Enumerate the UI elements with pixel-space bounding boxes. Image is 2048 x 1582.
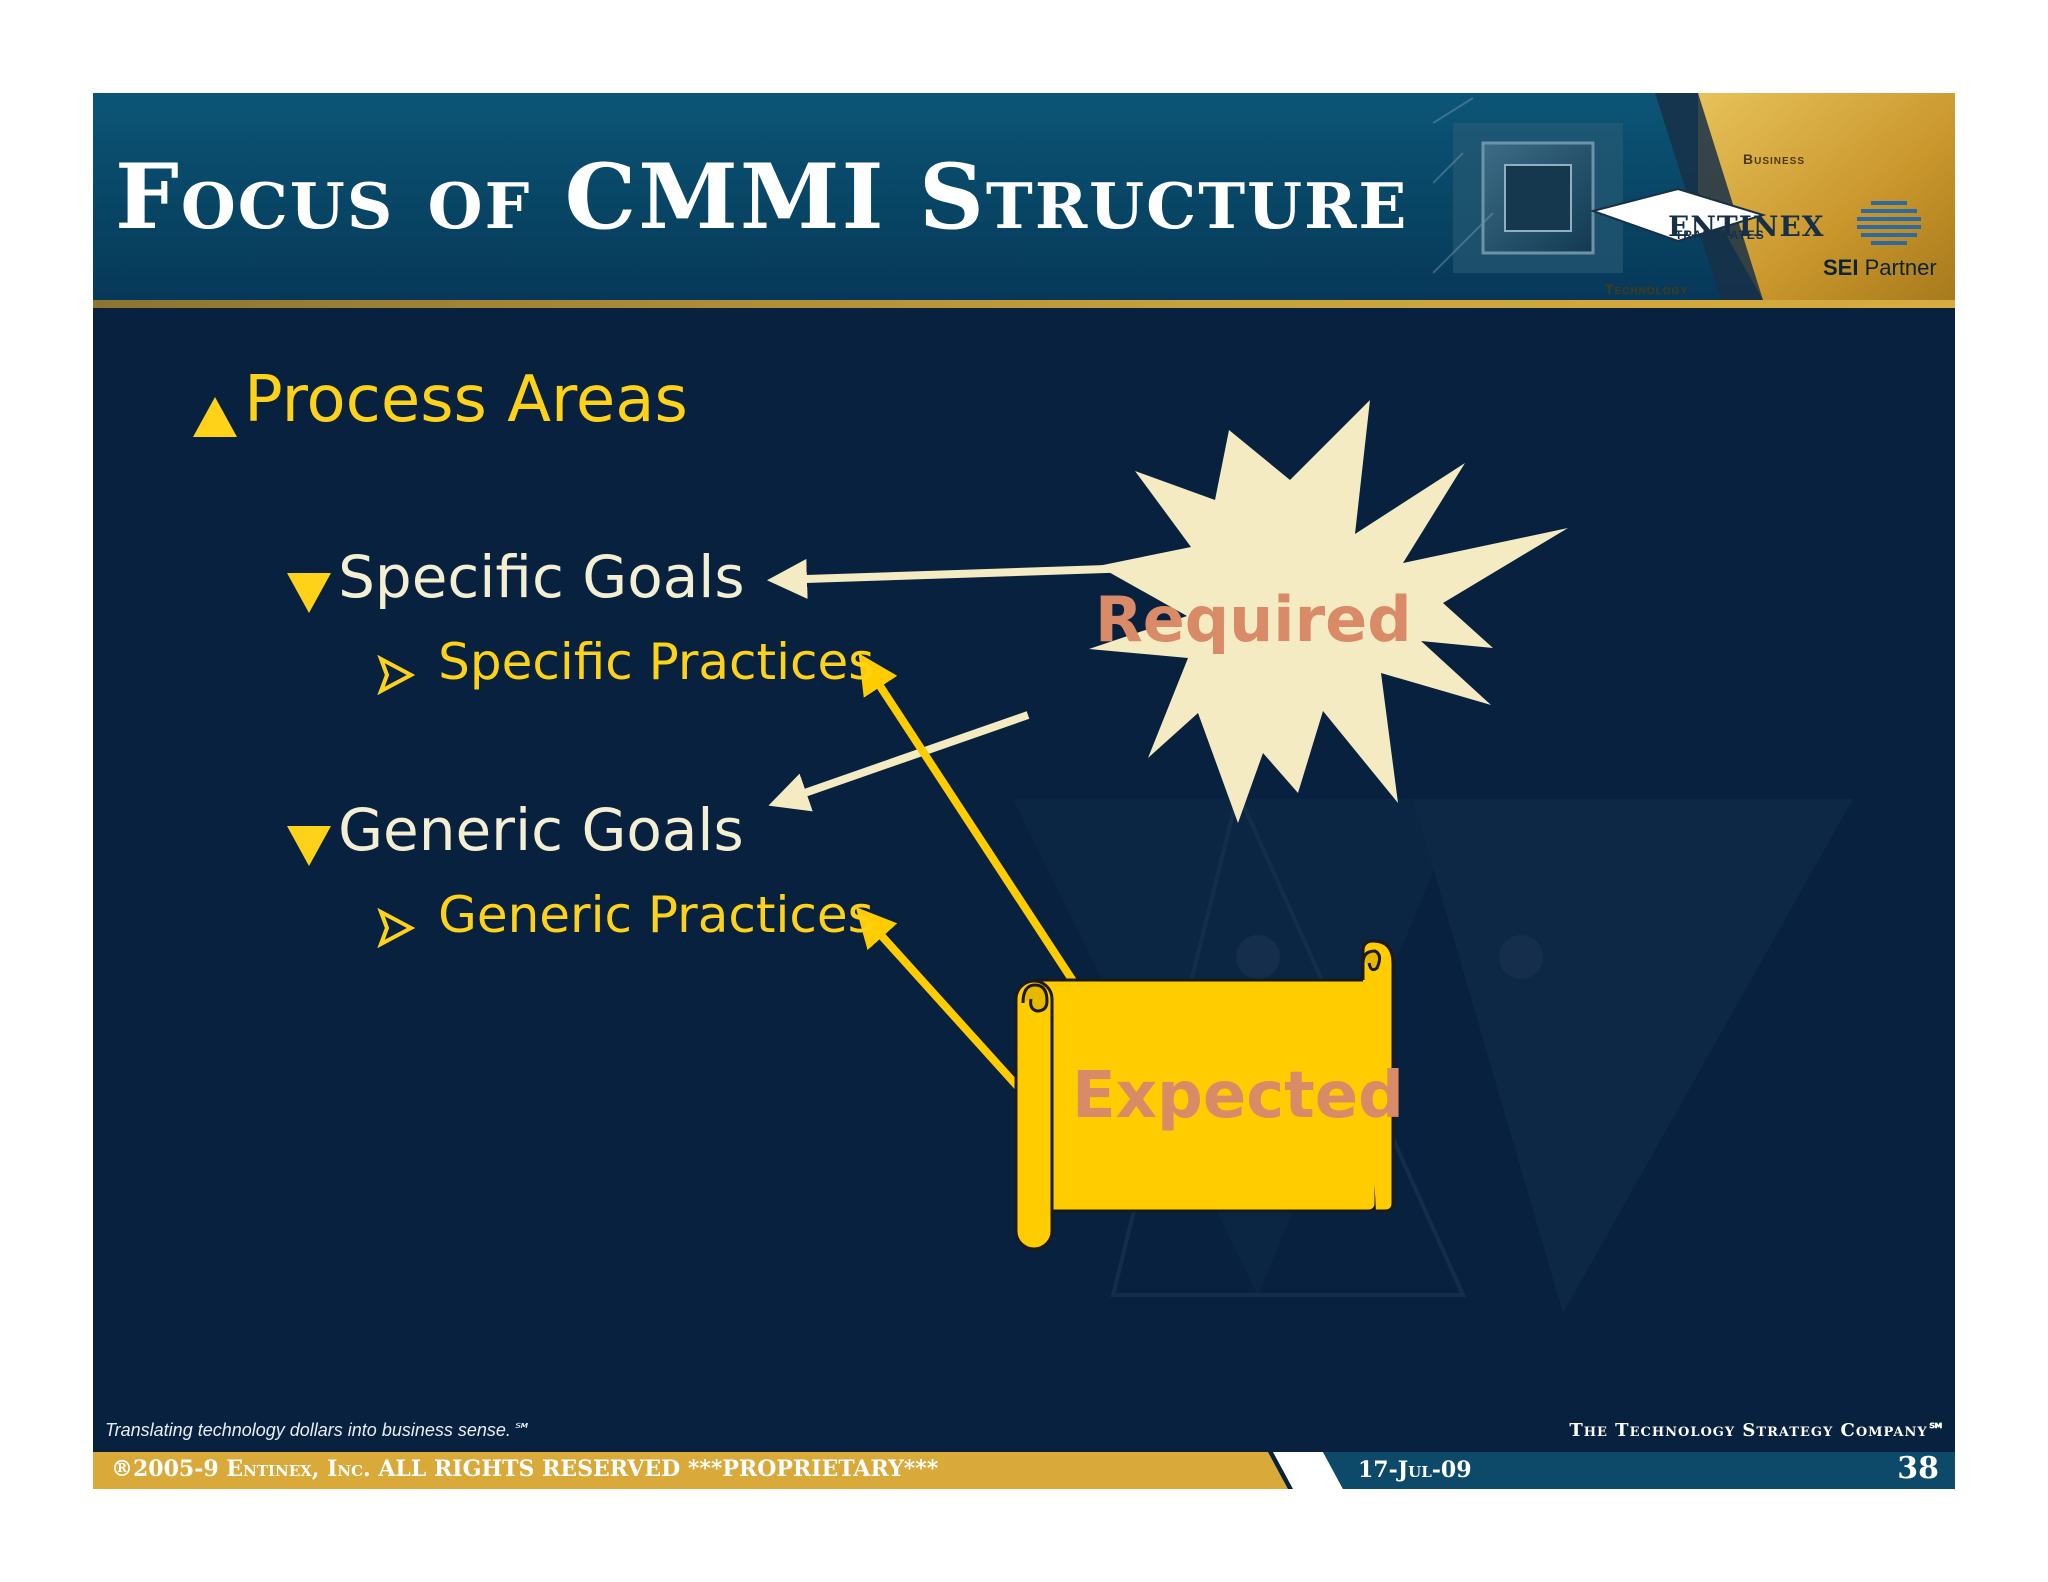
specific-goals-text: Specific Goals bbox=[338, 543, 745, 611]
bullet-specific-practices: Specific Practices bbox=[375, 633, 874, 695]
expected-scroll bbox=[1014, 939, 1395, 1251]
sei-partner-logo: SEI Partner bbox=[1823, 255, 1937, 281]
footer-tagline: Translating technology dollars into busi… bbox=[105, 1420, 530, 1440]
logo-business-word: Business bbox=[1743, 151, 1806, 167]
arrowhead-right-icon bbox=[375, 907, 415, 948]
triangle-down-icon bbox=[285, 571, 333, 615]
arrowhead-right-icon bbox=[375, 654, 415, 695]
page-number: 38 bbox=[1897, 1451, 1939, 1486]
logo-technology-word: Technology bbox=[1605, 281, 1688, 297]
arrow-required-to-generic-goals bbox=[768, 711, 1030, 812]
sei-logo-bold: SEI bbox=[1823, 255, 1859, 280]
slide-header bbox=[93, 93, 1955, 300]
triangle-down-icon bbox=[285, 824, 333, 868]
process-areas-text: Process Areas bbox=[244, 363, 688, 437]
header-logo-art bbox=[1433, 93, 1955, 300]
diagram-graphics bbox=[767, 400, 1853, 1313]
arrow-required-to-specific-goals bbox=[767, 558, 1169, 599]
bullet-generic-practices: Generic Practices bbox=[375, 886, 874, 948]
footer-date: 17-Jul-09 bbox=[1358, 1457, 1472, 1483]
required-label: Required bbox=[1095, 583, 1412, 656]
specific-practices-text: Specific Practices bbox=[438, 633, 875, 691]
entinex-logo-subtext: TRANSLATES bbox=[1675, 228, 1765, 242]
footer-copyright: ®2005-9 Entinex, Inc. ALL RIGHTS RESERVE… bbox=[111, 1456, 939, 1482]
generic-goals-text: Generic Goals bbox=[338, 796, 744, 864]
arrow-expected-to-generic-practices bbox=[855, 907, 1031, 1101]
footer-company: The Technology Strategy Company℠ bbox=[1569, 1420, 1947, 1441]
slide-title: Focus of CMMI Structure bbox=[115, 144, 1409, 250]
expected-label: Expected bbox=[1072, 1059, 1404, 1133]
sei-logo-rest: Partner bbox=[1858, 255, 1937, 280]
entinex-logo-text: ENTINEX bbox=[1668, 210, 1825, 243]
generic-practices-text: Generic Practices bbox=[438, 886, 874, 944]
arrow-expected-to-specific-practices bbox=[858, 653, 1077, 984]
footer-band bbox=[93, 1452, 1955, 1489]
bullet-specific-goals: Specific Goals bbox=[285, 543, 745, 615]
bullet-generic-goals: Generic Goals bbox=[285, 796, 744, 868]
required-starburst bbox=[1089, 400, 1568, 823]
triangle-up-icon bbox=[191, 395, 239, 439]
slide: Business Technology ENTINEX TRANSLATES S… bbox=[93, 93, 1955, 1489]
header-divider bbox=[93, 300, 1955, 308]
bullet-process-areas: Process Areas bbox=[191, 363, 688, 439]
